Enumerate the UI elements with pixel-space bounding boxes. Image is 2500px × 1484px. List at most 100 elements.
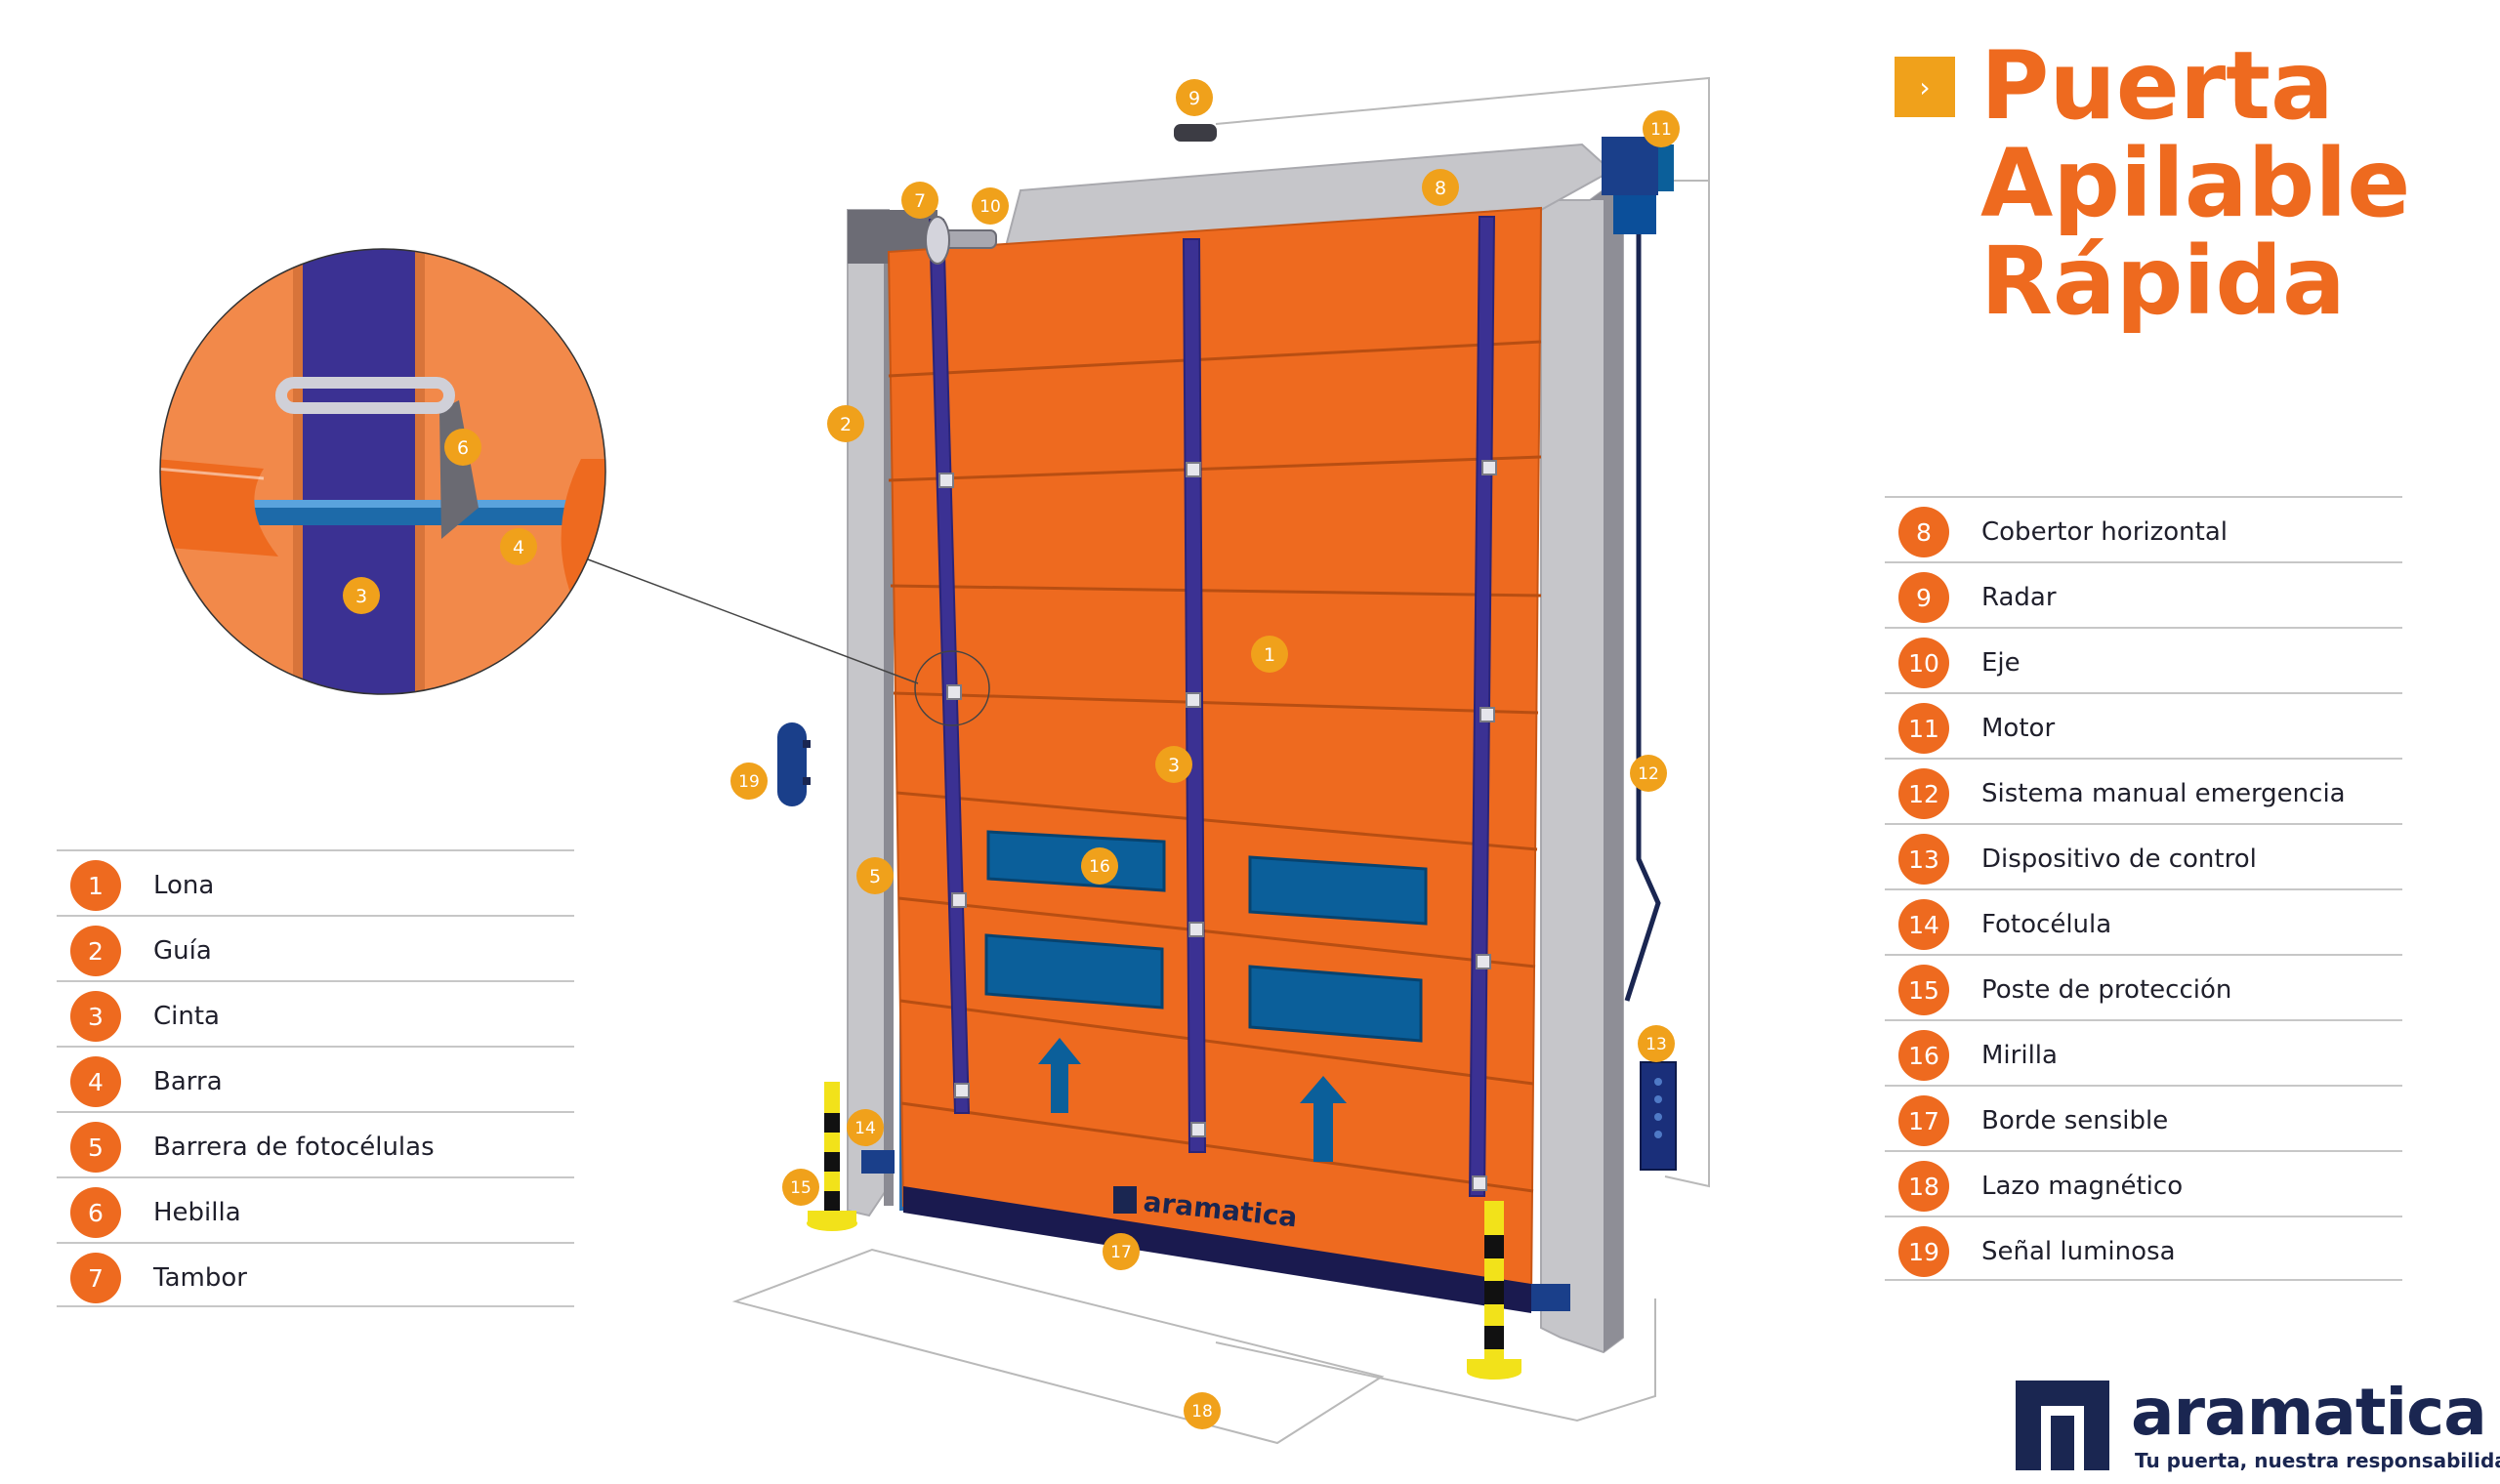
zoom-detail [160,249,605,694]
emergency-rod [1624,234,1661,1002]
legend-label: Cobertor horizontal [1981,517,2228,547]
floor-outline [731,1248,1385,1445]
marker-1: 1 [1251,636,1288,673]
motor-side [1658,144,1674,191]
legend-label: Señal luminosa [1981,1237,2176,1266]
legend-number: 12 [1898,768,1949,819]
legend-number: 4 [70,1056,121,1107]
legend-number: 16 [1898,1030,1949,1081]
left-guide [847,209,890,1217]
photocell-right [1531,1284,1570,1311]
motor-gear [1613,195,1656,234]
svg-text:8: 8 [1435,178,1446,199]
legend-item: 17 Borde sensible [1885,1085,2402,1150]
legend-number: 5 [70,1122,121,1173]
curtain-pleats [888,340,1542,1193]
legend-number: 15 [1898,965,1949,1015]
protection-post-right [1467,1201,1521,1380]
windows [984,830,1428,1043]
legend-label: Sistema manual emergencia [1981,779,2346,808]
marker-14: 14 [847,1109,884,1146]
legend-label: Borde sensible [1981,1106,2169,1135]
legend-number: 3 [70,991,121,1042]
marker-18: 18 [1184,1392,1221,1429]
legend-label: Hebilla [153,1198,241,1227]
svg-text:2: 2 [840,414,852,435]
control-buttons [1654,1078,1662,1138]
marker-19: 19 [730,763,768,800]
legend-number: 6 [70,1187,121,1238]
title-line: Apilable [1980,129,2411,238]
svg-text:11: 11 [1650,120,1672,140]
svg-text:19: 19 [738,772,760,792]
legend-label: Tambor [153,1263,247,1293]
svg-text:12: 12 [1638,764,1659,784]
svg-text:4: 4 [513,537,524,558]
marker-13: 13 [1638,1025,1675,1062]
legend-item: 5 Barrera de fotocélulas [57,1111,574,1176]
right-guide-side [1590,176,1623,1352]
marker-16: 16 [1081,847,1118,885]
marker-8: 8 [1422,169,1459,206]
svg-text:17: 17 [1110,1243,1132,1262]
brand-tagline: Tu puerta, nuestra responsabilidad [2135,1449,2500,1472]
legend-item: 6 Hebilla [57,1176,574,1242]
legend-number: 1 [70,860,121,911]
zoom-leader [587,558,919,684]
legend-number: 8 [1898,507,1949,557]
drum [925,216,950,265]
legend-label: Eje [1981,648,2021,678]
legend-item: 12 Sistema manual emergencia [1885,758,2402,823]
arrow-up-icon [1038,1038,1081,1113]
svg-text:13: 13 [1646,1035,1667,1054]
legend-item: 15 Poste de protección [1885,954,2402,1019]
legend-item: 3 Cinta [57,980,574,1046]
svg-text:5: 5 [869,866,881,887]
legend-label: Radar [1981,583,2057,612]
svg-text:10: 10 [979,197,1001,217]
marker-10: 10 [972,187,1009,225]
legend-number: 13 [1898,834,1949,885]
marker-5: 5 [856,857,894,894]
svg-text:3: 3 [1168,755,1180,776]
svg-text:18: 18 [1191,1402,1213,1422]
marker-3-zoom: 3 [343,577,380,614]
marker-15: 15 [782,1169,819,1206]
radar-icon [1174,124,1217,142]
legend-number: 2 [70,926,121,976]
photocell-left [861,1150,895,1174]
legend-number: 9 [1898,572,1949,623]
svg-text:7: 7 [914,190,926,212]
light-signal [777,722,807,806]
legend-label: Cinta [153,1002,220,1031]
svg-text:6: 6 [457,437,469,459]
marker-3: 3 [1155,746,1192,783]
motor-body [1602,137,1658,195]
wall-outline [1215,76,1710,181]
svg-text:1: 1 [1264,644,1275,666]
left-guide-inner [884,210,894,1206]
legend-number: 14 [1898,899,1949,950]
legend-item: 18 Lazo magnético [1885,1150,2402,1216]
brand-name: aramatica [2131,1375,2487,1450]
legend-item: 8 Cobertor horizontal [1885,496,2402,561]
legend-item: 14 Fotocélula [1885,888,2402,954]
legend-label: Barrera de fotocélulas [153,1133,435,1162]
legend-number: 18 [1898,1161,1949,1212]
legend-number: 17 [1898,1095,1949,1146]
title-marker: › [1895,57,1955,117]
legend-label: Fotocélula [1981,910,2112,939]
legend-label: Lazo magnético [1981,1172,2184,1201]
marker-17: 17 [1103,1233,1140,1270]
marker-6: 6 [444,429,481,466]
legend-label: Poste de protección [1981,975,2232,1005]
